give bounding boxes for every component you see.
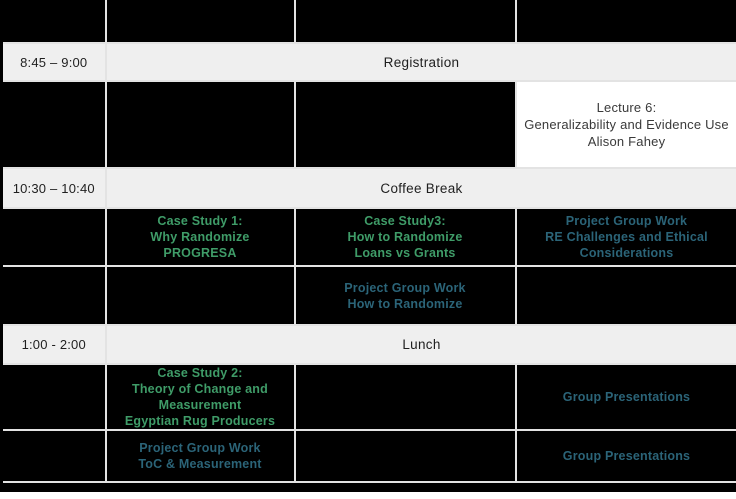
coffee-break-label-cell: Coffee Break (104, 167, 736, 209)
header-row (0, 0, 736, 44)
cell-case-study-2: Case Study 2: Theory of Change and Measu… (104, 363, 296, 431)
header-cell-time (0, 0, 107, 44)
time-cell-lunch: 1:00 - 2:00 (0, 324, 107, 365)
case-study-row-1: Case Study 1: Why Randomize PROGRESA Cas… (0, 207, 736, 267)
lecture-row: Lecture 6: Generalizability and Evidence… (0, 80, 736, 169)
registration-label-cell: Registration (104, 42, 736, 82)
lunch-row: 1:00 - 2:00 Lunch (0, 324, 736, 365)
coffee-break-row: 10:30 – 10:40 Coffee Break (0, 167, 736, 209)
empty-cell (0, 363, 107, 431)
cell-case-study-3: Case Study3: How to Randomize Loans vs G… (293, 207, 517, 267)
cell-group-presentations-2: Group Presentations (514, 429, 736, 483)
cell-group-presentations-1: Group Presentations (514, 363, 736, 431)
cell-lecture-6: Lecture 6: Generalizability and Evidence… (514, 80, 736, 169)
registration-row: 8:45 – 9:00 Registration (0, 42, 736, 82)
case-study-row-2: Case Study 2: Theory of Change and Measu… (0, 363, 736, 431)
header-cell-col4 (514, 0, 736, 44)
empty-cell (104, 80, 296, 169)
agenda-table: 8:45 – 9:00 Registration Lecture 6: Gene… (0, 0, 736, 483)
header-cell-col2 (104, 0, 296, 44)
project-group-work-row: Project Group Work How to Randomize (0, 265, 736, 326)
empty-cell (293, 363, 517, 431)
empty-cell (514, 265, 736, 326)
empty-cell (0, 207, 107, 267)
lunch-label-cell: Lunch (104, 324, 736, 365)
empty-cell (293, 429, 517, 483)
empty-cell (104, 265, 296, 326)
bottom-border-strip (0, 483, 736, 492)
empty-cell (0, 80, 107, 169)
cell-project-group-work-how-to-randomize: Project Group Work How to Randomize (293, 265, 517, 326)
final-row: Project Group Work ToC & Measurement Gro… (0, 429, 736, 483)
empty-cell (0, 429, 107, 483)
header-cell-col3 (293, 0, 517, 44)
empty-cell (0, 265, 107, 326)
empty-cell (293, 80, 517, 169)
cell-project-group-work-ethics: Project Group Work RE Challenges and Eth… (514, 207, 736, 267)
cell-case-study-1: Case Study 1: Why Randomize PROGRESA (104, 207, 296, 267)
cell-project-group-work-toc: Project Group Work ToC & Measurement (104, 429, 296, 483)
time-cell-registration: 8:45 – 9:00 (0, 42, 107, 82)
time-cell-coffee-break: 10:30 – 10:40 (0, 167, 107, 209)
